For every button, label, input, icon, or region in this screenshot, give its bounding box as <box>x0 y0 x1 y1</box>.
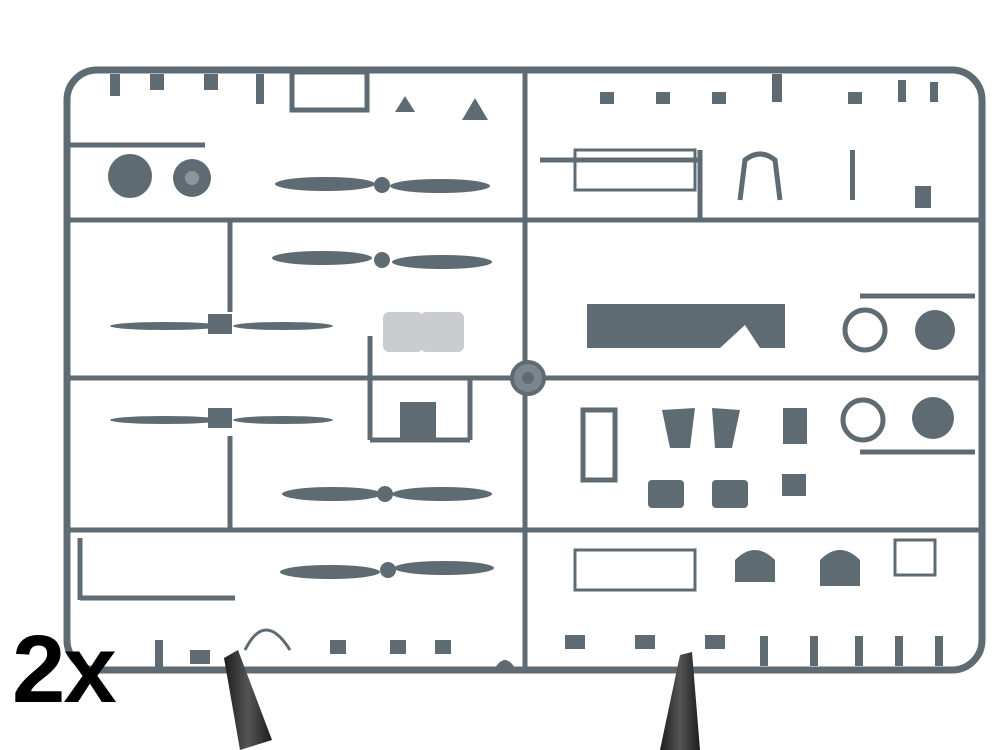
small-parts-top <box>110 69 938 120</box>
canopy-and-ring-parts <box>840 307 955 443</box>
cockpit-parts <box>573 148 937 592</box>
small-parts-bottom <box>155 628 943 668</box>
display-stand-clips <box>224 650 700 750</box>
wheel-parts <box>108 154 211 198</box>
engine-parts <box>383 312 464 438</box>
sprue-runners <box>70 72 980 668</box>
sprue-frame <box>63 66 986 674</box>
propeller-parts <box>110 177 494 579</box>
quantity-label: 2x <box>12 616 117 723</box>
